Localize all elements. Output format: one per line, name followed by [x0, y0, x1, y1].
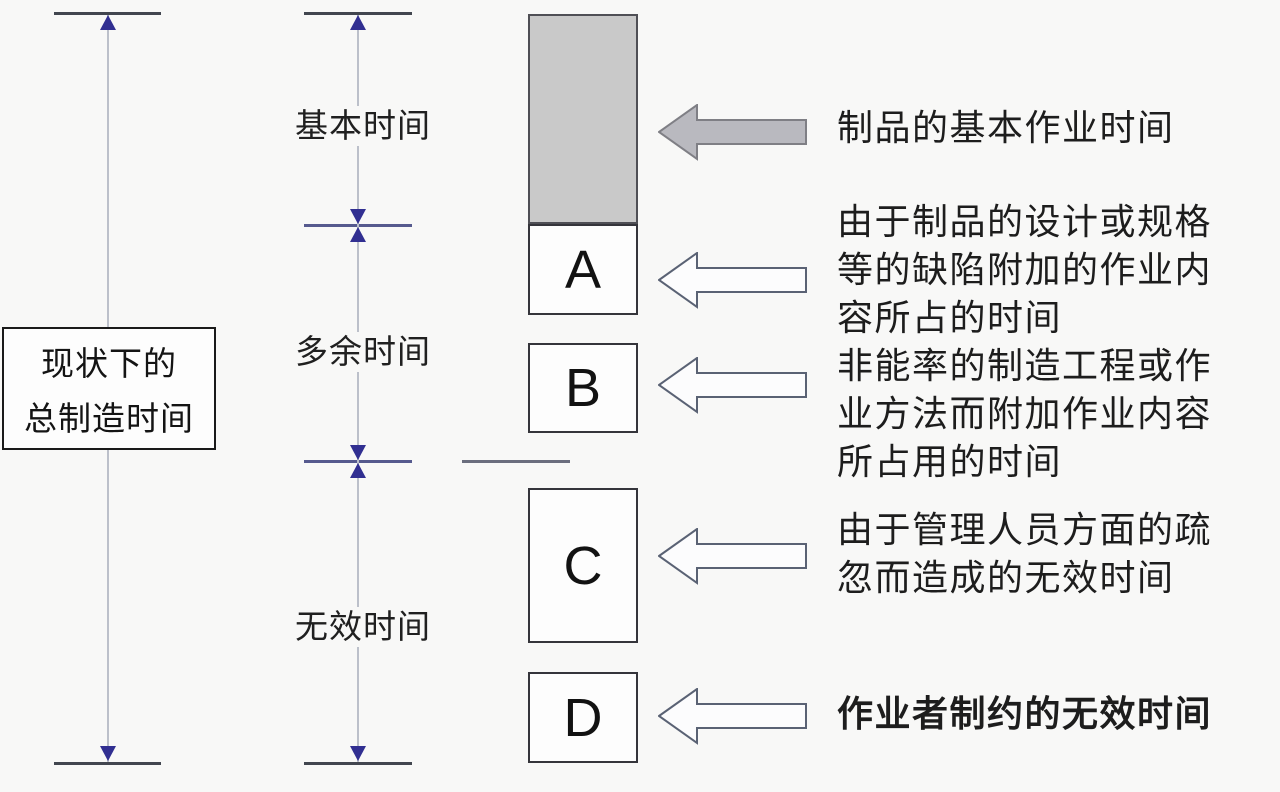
middle-dimension-top-cap [304, 12, 412, 15]
total-time-label-box: 现状下的 总制造时间 [2, 327, 216, 450]
block-c: C [528, 488, 638, 643]
block-c-letter: C [563, 535, 603, 596]
arrowhead-down-icon [100, 746, 116, 761]
left-arrow-icon [658, 252, 807, 309]
arrowhead-up-icon [100, 15, 116, 30]
label-basic-time: 基本时间 [288, 106, 438, 146]
total-time-label-line1: 现状下的 [41, 344, 177, 382]
block-a: A [528, 224, 638, 315]
arrowhead-up-icon [350, 227, 366, 242]
block-d-letter: D [563, 687, 603, 748]
total-time-label-line2: 总制造时间 [24, 400, 194, 438]
block-d: D [528, 672, 638, 763]
label-excess-time: 多余时间 [288, 332, 438, 372]
arrowhead-down-icon [350, 746, 366, 761]
middle-dimension-bottom-cap [304, 762, 412, 765]
label-invalid-time: 无效时间 [288, 607, 438, 647]
note-a: 由于制品的设计或规格 等的缺陷附加的作业内 容所占的时间 [837, 201, 1213, 338]
block-a-letter: A [564, 239, 602, 300]
left-arrow-icon [658, 104, 807, 161]
divider-line [462, 460, 570, 463]
middle-dimension-line [357, 15, 359, 762]
note-b: 非能率的制造工程或作 业方法而附加作业内容 所占用的时间 [837, 345, 1213, 482]
arrowhead-up-icon [350, 463, 366, 478]
arrowhead-down-icon [350, 445, 366, 460]
left-dimension-top-cap [54, 12, 161, 15]
left-arrow-icon [658, 357, 807, 414]
left-arrow-icon [658, 688, 807, 745]
block-basic-time [528, 14, 638, 224]
block-b: B [528, 343, 638, 433]
block-b-letter: B [564, 358, 602, 418]
note-c: 由于管理人员方面的疏 忽而造成的无效时间 [837, 509, 1213, 598]
arrowhead-up-icon [350, 15, 366, 30]
left-arrow-icon [658, 528, 807, 585]
note-d: 作业者制约的无效时间 [837, 693, 1213, 734]
arrowhead-down-icon [350, 209, 366, 224]
left-dimension-bottom-cap [54, 762, 161, 765]
note-basic-time: 制品的基本作业时间 [837, 107, 1175, 148]
